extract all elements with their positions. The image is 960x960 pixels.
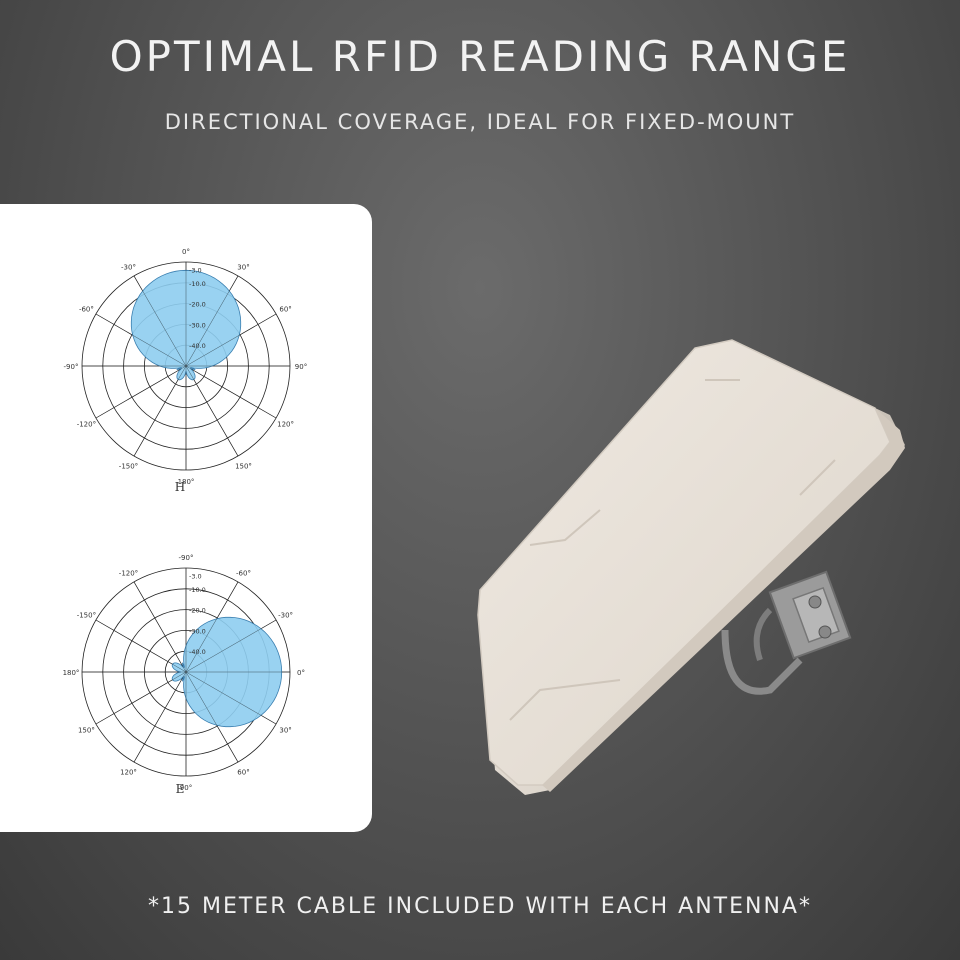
ring-label: -10.0 <box>189 586 206 594</box>
cable-note: *15 METER CABLE INCLUDED WITH EACH ANTEN… <box>148 894 812 919</box>
grid-spoke-overlay <box>133 671 187 763</box>
page-title: OPTIMAL RFID READING RANGE <box>109 32 851 81</box>
angle-label: 90° <box>180 784 192 790</box>
angle-label: -60° <box>236 569 251 577</box>
grid-spoke-overlay <box>95 313 187 367</box>
angle-label: 0° <box>182 248 190 256</box>
angle-label: 90° <box>295 363 307 371</box>
angle-label: -150° <box>119 463 138 471</box>
angle-label: -90° <box>179 554 194 562</box>
grid-spoke-overlay <box>185 365 239 457</box>
angle-label: -90° <box>64 363 79 371</box>
angle-label: 30° <box>237 263 249 271</box>
e-plane-polar-chart: -90° -60° -30° 0° 30° 60° 90° 120° 150° 180° -150°… <box>63 554 305 790</box>
h-plane-polar-chart: 0° 30° 60° 90° 120° 150° 180° -150° -120° -90° -60… <box>64 248 308 484</box>
angle-label: -120° <box>119 569 138 577</box>
angle-label: -30° <box>278 612 293 620</box>
angle-label: 150° <box>235 463 252 471</box>
grid-spoke-overlay <box>133 365 187 457</box>
radiation-pattern-panel: 0° 30° 60° 90° 120° 150° 180° -150° -120° -90° -60… <box>0 204 372 832</box>
angle-label: 180° <box>178 478 195 484</box>
h-plane-label: H <box>174 480 186 494</box>
ring-label: -20.0 <box>189 301 206 309</box>
grid-spoke-overlay <box>185 313 277 367</box>
h-plane-plot: 0° 30° 60° 90° 120° 150° 180° -150° -120° -90° -60… <box>56 244 316 484</box>
mounting-bracket <box>721 570 852 695</box>
grid-spoke-overlay <box>95 671 187 725</box>
ring-label: -40.0 <box>189 648 206 656</box>
ring-label: -30.0 <box>189 627 206 635</box>
grid-spoke-overlay <box>185 619 277 673</box>
ring-label: -10.0 <box>189 280 206 288</box>
angle-label: 120° <box>277 421 294 429</box>
e-plane-plot: -90° -60° -30° 0° 30° 60° 90° 120° 150° 180° -150°… <box>56 550 316 790</box>
angle-label: 150° <box>78 727 95 735</box>
angle-label: 0° <box>297 669 305 677</box>
ring-label: -30.0 <box>189 321 206 329</box>
ring-label: -3.0 <box>189 572 202 580</box>
angle-label: -120° <box>77 421 96 429</box>
antenna-housing <box>477 339 905 795</box>
ring-label: -3.0 <box>189 266 202 274</box>
ring-label: -40.0 <box>189 342 206 350</box>
angle-label: -30° <box>121 263 136 271</box>
angle-label: 60° <box>279 306 291 314</box>
angle-label: -60° <box>79 306 94 314</box>
grid-spoke-overlay <box>133 275 187 367</box>
angle-label: 30° <box>279 727 291 735</box>
e-plane-label: E <box>175 782 185 796</box>
angle-label: 180° <box>63 669 80 677</box>
angle-label: -150° <box>77 612 96 620</box>
grid-spoke-overlay <box>185 671 277 725</box>
grid-spoke-overlay <box>185 275 239 367</box>
antenna-image <box>470 330 920 814</box>
grid-spoke-overlay <box>185 581 239 673</box>
ring-label: -20.0 <box>189 607 206 615</box>
grid-spoke-overlay <box>133 581 187 673</box>
angle-label: 60° <box>237 769 249 777</box>
grid-spoke-overlay <box>185 365 277 419</box>
angle-label: 120° <box>120 769 137 777</box>
grid-spoke-overlay <box>95 619 187 673</box>
grid-spoke-overlay <box>95 365 187 419</box>
page-subtitle: DIRECTIONAL COVERAGE, IDEAL FOR FIXED-MO… <box>164 110 796 134</box>
grid-spoke-overlay <box>185 671 239 763</box>
